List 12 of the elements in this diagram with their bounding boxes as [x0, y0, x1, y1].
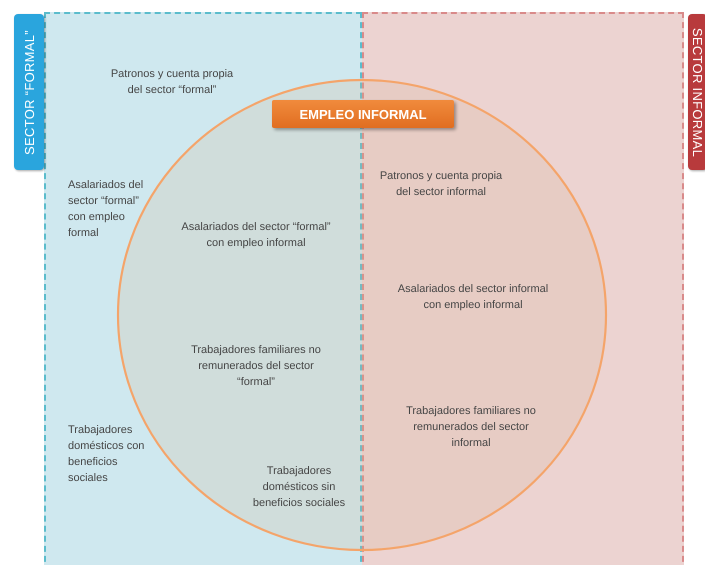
category-text: Trabajadores domésticos con beneficios sociales — [68, 423, 146, 486]
category-text: Asalariados del sector informal con empleo informal — [396, 282, 550, 313]
category-text: Asalariados del sector “formal” con empleo informal — [180, 220, 332, 251]
category-text: Patronos y cuenta propia del sector informal — [378, 169, 504, 200]
category-text: Trabajadores familiares no remunerados del sector informal — [406, 404, 536, 451]
category-text: Trabajadores domésticos sin beneficios sociales — [252, 464, 346, 511]
title-banner: EMPLEO INFORMAL — [272, 100, 454, 128]
sector-tab: SECTOR “FORMAL” — [14, 14, 44, 170]
category-text: Asalariados del sector “formal” con empleo formal — [68, 178, 144, 241]
category-text: Trabajadores familiares no remunerados del sector “formal” — [190, 343, 322, 390]
sector-tab: SECTOR INFORMAL — [688, 14, 705, 170]
category-text: Patronos y cuenta propia del sector “formal” — [110, 67, 234, 98]
